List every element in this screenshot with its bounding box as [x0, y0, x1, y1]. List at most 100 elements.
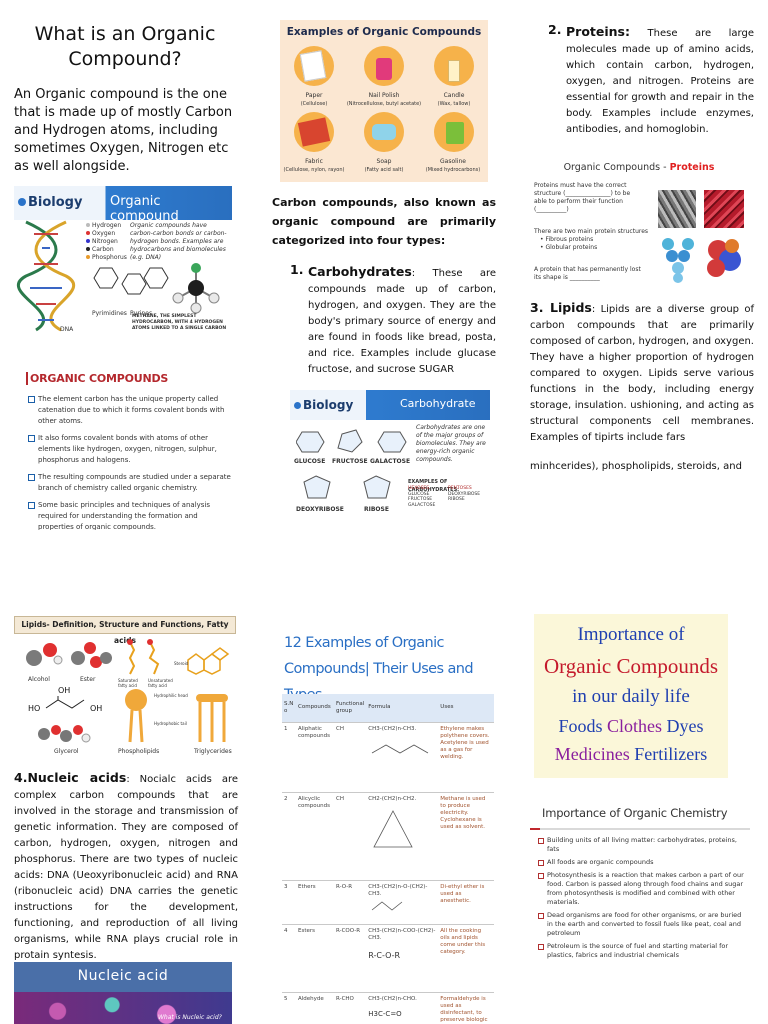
- list-item: Building units of all living matter: car…: [538, 836, 746, 854]
- label-unsaturated: Unsaturated fatty acid: [148, 678, 173, 688]
- ester-molecule-icon: [71, 642, 112, 668]
- importance-words-row2: Medicines Fertilizers: [554, 744, 708, 764]
- examples-card-title: Examples of Organic Compounds: [286, 26, 482, 38]
- glycerol-bonds-icon: [45, 696, 85, 709]
- sugar-ribose: RIBOSE: [364, 506, 389, 513]
- glycerol-model-icon: [38, 725, 91, 743]
- carbohydrates-text: Carbohydrates: These are compounds made …: [308, 264, 496, 375]
- list-item: Photosynthesis is a reaction that makes …: [538, 871, 746, 907]
- protein-line3: A protein that has permanently lost its …: [534, 266, 641, 281]
- organic-note: Organic compounds have carbon-carbon bon…: [130, 222, 227, 261]
- nucleic-banner-heading: Nucleic acid: [77, 968, 169, 984]
- glycerol-oh-right: OH: [90, 704, 103, 713]
- intro-paragraph: An Organic compound is the one that is m…: [14, 87, 233, 174]
- importance-line3: in our daily life: [572, 686, 690, 707]
- pentose-rings-icon: [303, 475, 391, 499]
- protein-line1: Proteins must have the correct structure…: [534, 182, 631, 213]
- carb-examples-head: EXAMPLES OF CARBOHYDRATES:: [408, 479, 460, 493]
- nucleic-banner-tag: What is Nucleic acid?: [158, 1014, 222, 1021]
- importance-chem-list: Building units of all living matter: car…: [538, 836, 746, 964]
- biology-logo: Biology: [18, 195, 82, 210]
- carb-note: Carbohydrates are one of the major group…: [416, 424, 486, 463]
- examples-card: Examples of Organic Compounds Paper (Cel…: [280, 20, 488, 182]
- banner-header: [14, 186, 232, 220]
- glycerol-oh-top: OH: [58, 686, 71, 695]
- importance-line2: Organic Compounds: [543, 654, 719, 678]
- protein-line2: There are two main protein structures: [534, 228, 649, 235]
- example-gasoline: Gasoline (Mixed hydrocarbons): [425, 158, 481, 173]
- list-item: Some basic principles and techniques of …: [28, 500, 234, 530]
- list-item: Dead organisms are food for other organi…: [538, 911, 746, 938]
- label-triglycerides: Triglycerides: [194, 748, 232, 755]
- header-formula: Formula: [366, 694, 439, 722]
- protein-slide-title: Organic Compounds - Proteins: [563, 162, 715, 173]
- antibody-icon: [662, 238, 694, 283]
- sugar-fructose: FRUCTOSE: [332, 458, 368, 465]
- header-sn: S.N o: [282, 694, 296, 722]
- page-title: What is an Organic Compound?: [34, 23, 216, 70]
- purines-label: Purines: [130, 310, 153, 317]
- fatty-acids-icon: [127, 639, 160, 675]
- carbohydrates-number: 1.: [290, 262, 304, 277]
- oc-heading: ORGANIC COMPOUNDS: [26, 372, 168, 385]
- table-row: 3 Ethers R-O-R CH3-(CH2)n-O-(CH2)-CH3. D…: [282, 879, 494, 924]
- steroid-icon: [187, 647, 230, 675]
- organic-compounds-box: ORGANIC COMPOUNDS The element carbon has…: [26, 366, 236, 530]
- dna-helix-icon: [16, 220, 75, 332]
- organic-compound-banner: Biology Organic compound DNA Hydrogen Ox…: [14, 186, 232, 336]
- table-row: 1 Aliphatic compounds CH CH3-(CH2)n-CH3.…: [282, 721, 494, 792]
- candle-body: [448, 60, 460, 82]
- sugar-rings-icon: [296, 429, 407, 453]
- label-glycerol: Glycerol: [54, 748, 79, 755]
- glycerol-ho: HO: [28, 704, 41, 713]
- table-header-row: S.N o Compounds Functional group Formula…: [282, 694, 494, 722]
- atom-legend: Hydrogen Oxygen Nitrogen Carbon Phosphor…: [86, 222, 127, 262]
- importance-line1: Importance of: [577, 624, 685, 645]
- protein-slide: Organic Compounds - Proteins Proteins mu…: [530, 150, 748, 290]
- list-item: It also forms covalent bonds with atoms …: [28, 433, 234, 466]
- sugar-deoxyribose: DEOXYRIBOSE: [296, 506, 344, 513]
- molecule-rings-icon: [93, 267, 169, 295]
- list-item: All foods are organic compounds: [538, 858, 746, 867]
- example-nail-polish: Nail Polish (Nitrocellulose, butyl aceta…: [346, 92, 422, 107]
- sugar-glucose: GLUCOSE: [294, 458, 326, 465]
- alcohol-molecule-icon: [26, 643, 63, 666]
- oc-list: The element carbon has the unique proper…: [28, 394, 234, 530]
- aliphatic-sketch-icon: [372, 744, 429, 753]
- importance-chem-card: Importance of Organic Chemistry Building…: [530, 796, 750, 996]
- nail-polish-bottle: [376, 58, 392, 80]
- label-phospholipids: Phospholipids: [118, 748, 160, 755]
- example-soap: Soap (Fatty acid salt): [364, 158, 404, 173]
- dna-label: DNA: [60, 326, 74, 333]
- table-row: 2 Alicyclic compounds CH CH2-(CH2)n-CH2.…: [282, 791, 494, 880]
- proteins-number: 2.: [548, 22, 562, 37]
- label-hydrophilic: Hydrophilic head: [154, 693, 188, 698]
- sugar-galactose: GALACTOSE: [370, 458, 411, 465]
- nucleic-acids-text: 4.Nucleic acids: Nocialc acids are compl…: [14, 770, 238, 961]
- importance-daily-card: Importance of Organic Compounds in our d…: [534, 614, 728, 778]
- examples12-table: S.N o Compounds Functional group Formula…: [282, 694, 494, 1024]
- nucleic-banner-image: [14, 992, 232, 1024]
- table-row: 4 Esters R-COO-R CH3-(CH2)n-COO-(CH2)-CH…: [282, 923, 494, 992]
- fibrous-protein-image: [658, 190, 696, 228]
- methane-molecule-icon: [172, 263, 220, 314]
- label-saturated: Saturated fatty acid: [118, 678, 138, 688]
- list-item: The element carbon has the unique proper…: [28, 394, 234, 427]
- phospholipid-icon: [125, 689, 147, 743]
- importance-chem-title: Importance of Organic Chemistry: [542, 806, 728, 820]
- list-item: Petroleum is the source of fuel and star…: [538, 942, 746, 960]
- pyrimidines-label: Pyrimidines: [92, 310, 127, 317]
- logo-dot-icon: [294, 402, 301, 409]
- carb-biology-logo: Biology: [294, 398, 353, 412]
- aldehyde-sketch: H3C-C=O: [368, 1009, 402, 1018]
- importance-chem-rule: [530, 828, 750, 830]
- soap-bar: [372, 124, 396, 140]
- lipids-continuation: minhcerides), phospholipids, steroids, a…: [530, 461, 742, 472]
- label-hydrophobic: Hydrophobic tail: [154, 721, 187, 726]
- methane-caption: METHANE, THE SIMPLEST HYDROCARBON, WITH …: [132, 314, 227, 331]
- carb-hexoses: HEXOSES GLUCOSE FRUCTOSE GALACTOSE: [408, 486, 436, 508]
- example-fabric: Fabric (Cellulose, nylon, rayon): [283, 158, 345, 173]
- lipids-text: 3. Lipids: Lipids are a diverse group of…: [530, 300, 754, 443]
- alicyclic-sketch-icon: [373, 809, 413, 847]
- globular-protein-icon: [707, 239, 741, 277]
